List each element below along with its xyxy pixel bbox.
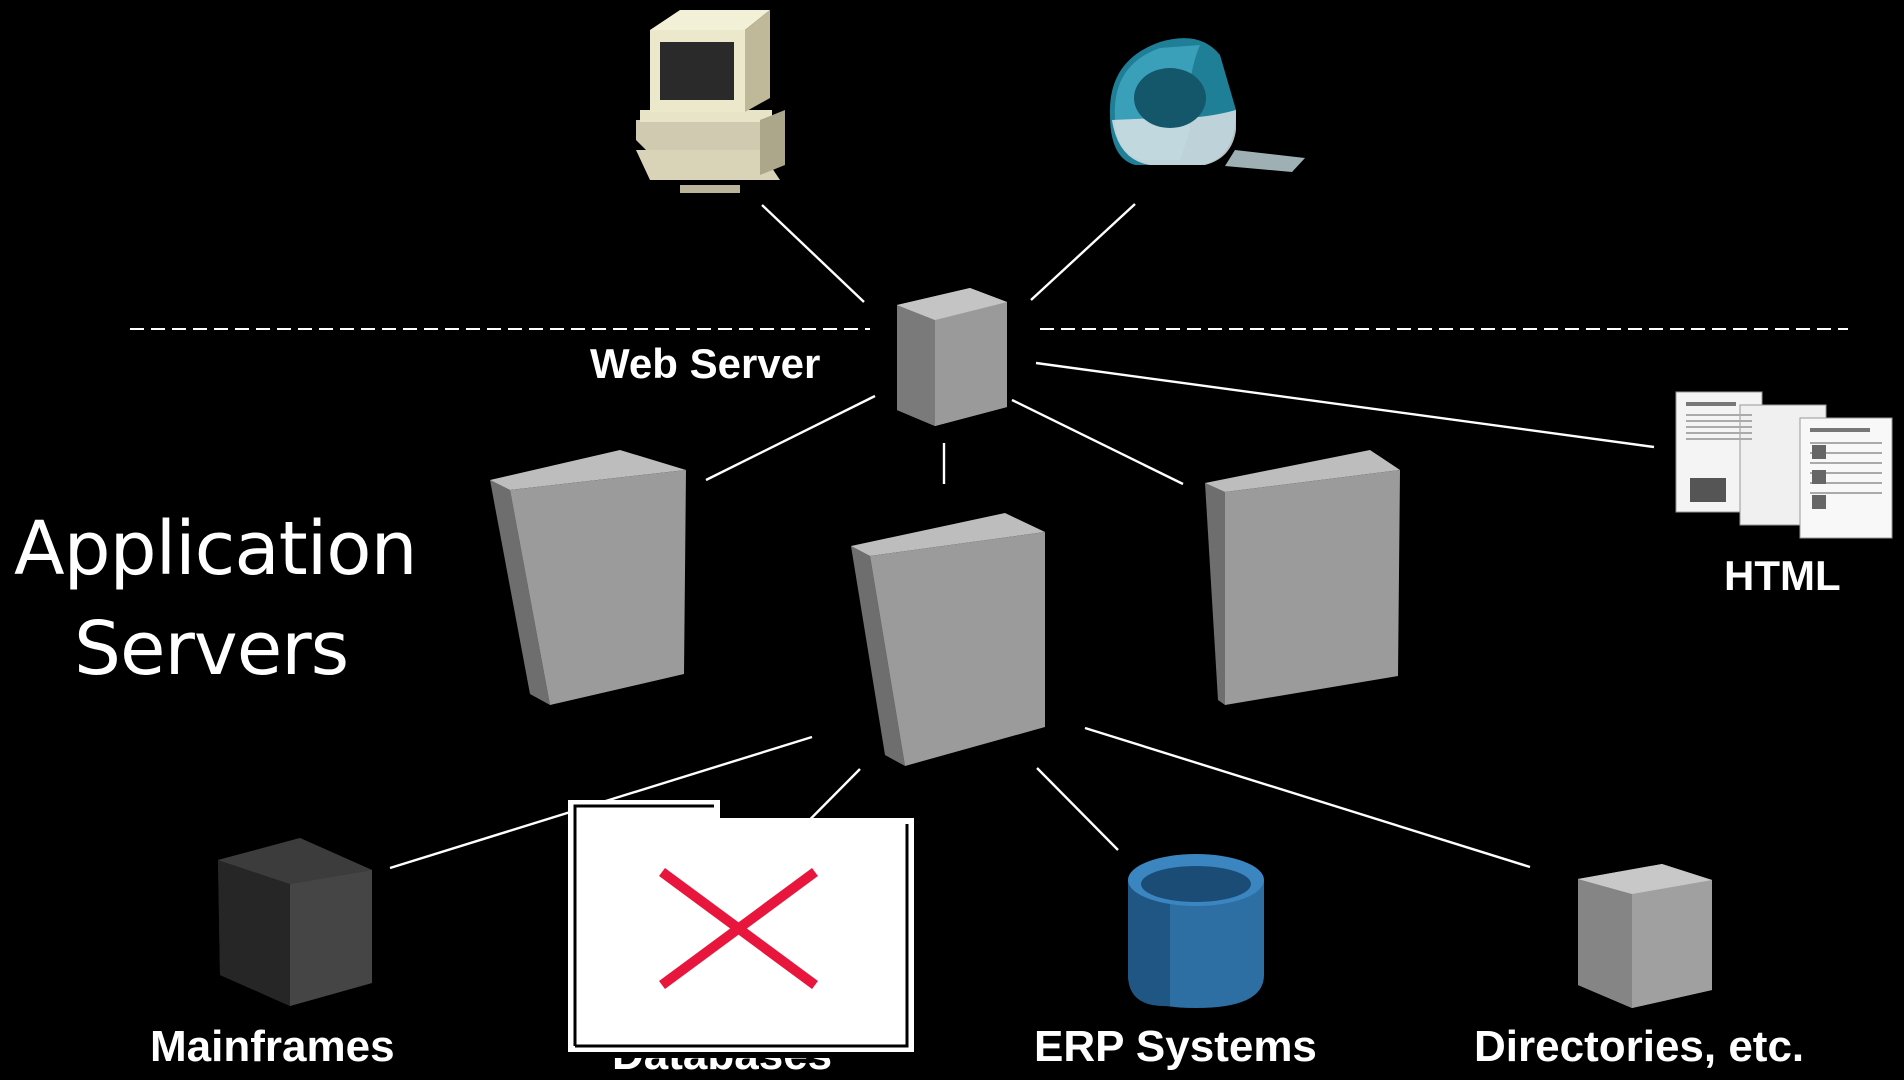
link-imac-webserver xyxy=(1030,203,1136,301)
web-server-box xyxy=(897,288,1007,426)
erp-cylinder xyxy=(1128,854,1264,1008)
mainframes-label: Mainframes xyxy=(150,1022,395,1071)
app-server-right xyxy=(1205,450,1400,705)
html-label: HTML xyxy=(1724,552,1841,599)
link-webserver-app-right xyxy=(1011,398,1184,486)
app-server-left xyxy=(490,450,686,705)
erp-systems-label: ERP Systems xyxy=(1034,1022,1317,1071)
mainframes-box xyxy=(218,838,372,1006)
imac-icon xyxy=(1109,38,1305,172)
link-app-directories xyxy=(1084,726,1531,869)
directories-box xyxy=(1578,864,1712,1008)
link-webserver-html xyxy=(1035,361,1655,449)
link-pc-webserver xyxy=(761,204,865,303)
databases-label: Databases xyxy=(612,1030,833,1079)
application-servers-label-line2: Servers xyxy=(74,606,349,692)
link-app-erp xyxy=(1036,767,1119,851)
directories-label: Directories, etc. xyxy=(1474,1022,1805,1071)
web-server-label: Web Server xyxy=(590,340,821,387)
application-servers-label-line1: Application xyxy=(14,506,417,592)
html-documents-icon xyxy=(1675,391,1893,539)
broken-image-icon xyxy=(568,800,914,1052)
link-webserver-app-left xyxy=(705,394,876,482)
connectors xyxy=(389,203,1655,871)
app-server-center xyxy=(851,513,1045,766)
pc-icon xyxy=(636,10,785,193)
